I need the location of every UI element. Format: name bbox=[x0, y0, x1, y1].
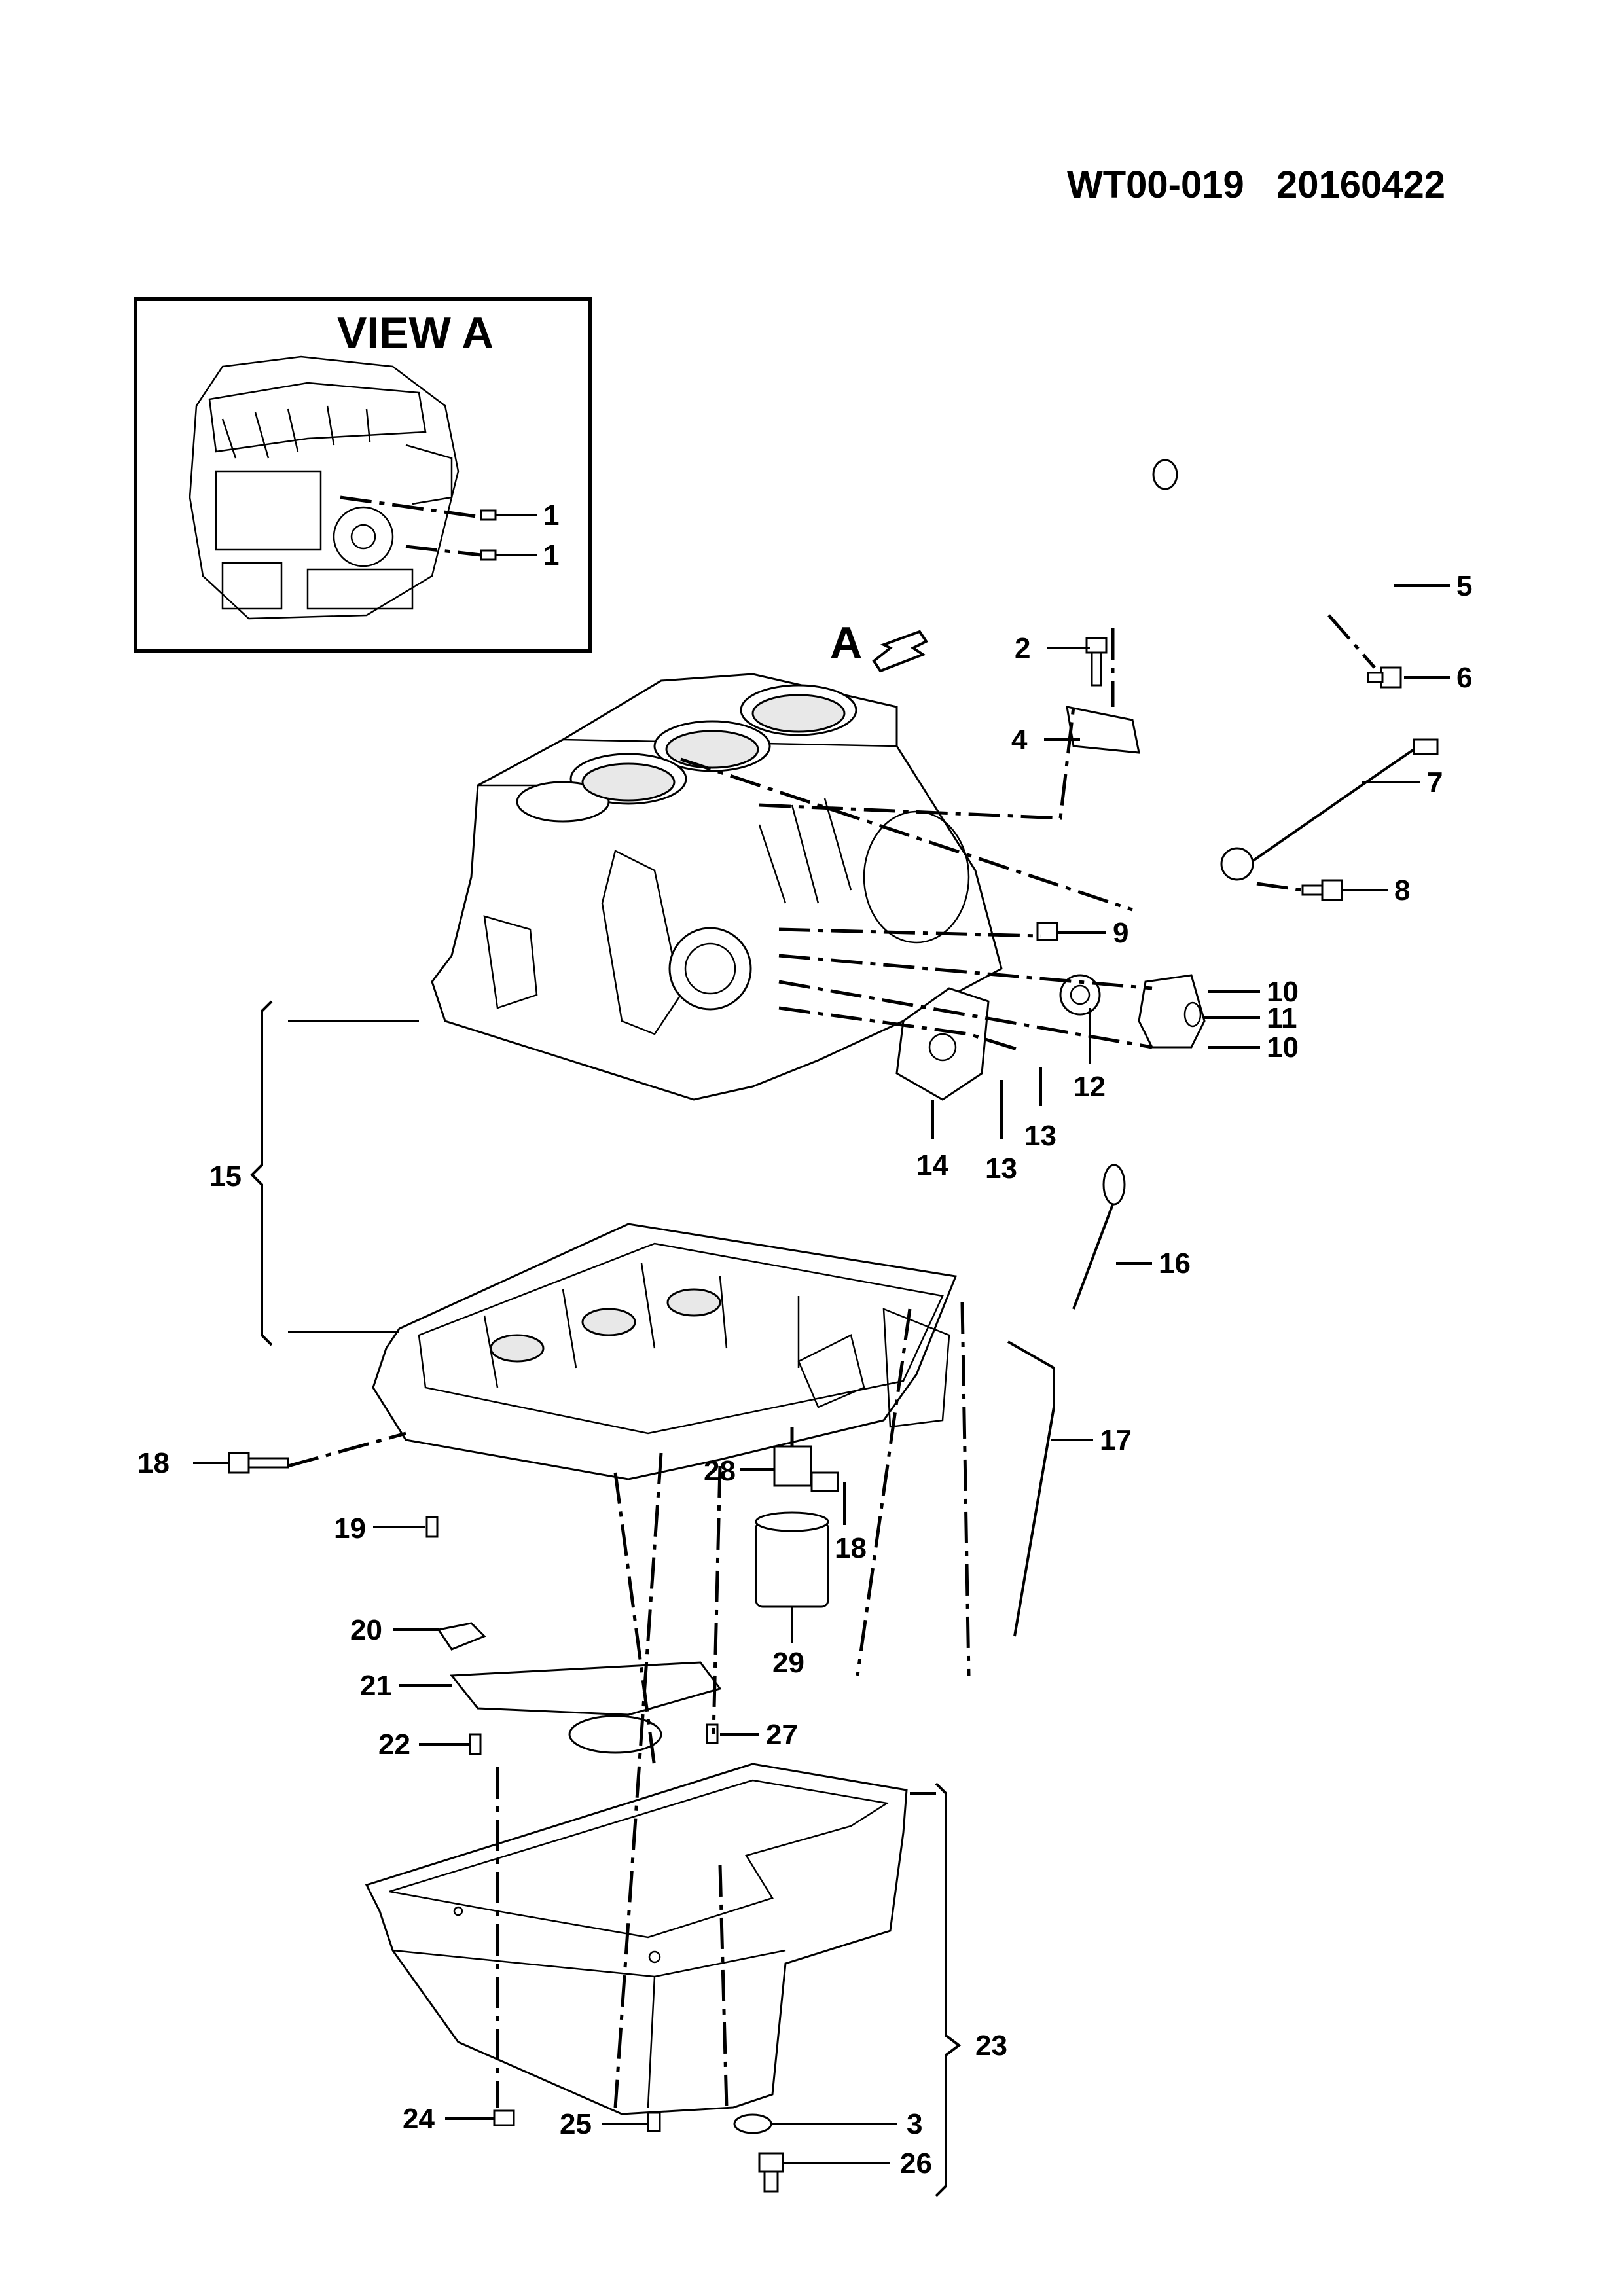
callout-25: 25 bbox=[560, 2108, 592, 2140]
callout-12: 12 bbox=[1074, 1071, 1106, 1103]
bolt-25 bbox=[647, 2111, 661, 2132]
bolt-22 bbox=[469, 1733, 482, 1755]
callout-18a: 18 bbox=[137, 1447, 170, 1479]
adapter-28 bbox=[773, 1445, 812, 1487]
callout-4: 4 bbox=[1011, 724, 1028, 756]
dowel-19 bbox=[425, 1516, 439, 1538]
callout-10a: 10 bbox=[1267, 976, 1299, 1008]
bracket-23 bbox=[935, 1782, 962, 2197]
callout-28: 28 bbox=[704, 1455, 736, 1487]
callout-13b: 13 bbox=[985, 1153, 1017, 1185]
bolt-24 bbox=[493, 2109, 515, 2126]
dipstick-16 bbox=[1072, 1164, 1126, 1310]
callout-7: 7 bbox=[1427, 766, 1443, 798]
cover-14 bbox=[895, 987, 990, 1101]
callout-17: 17 bbox=[1100, 1424, 1132, 1456]
callout-1b: 1 bbox=[543, 539, 559, 571]
callout-22: 22 bbox=[378, 1729, 410, 1761]
oil-filter-29 bbox=[755, 1511, 829, 1608]
callout-2: 2 bbox=[1015, 632, 1030, 664]
view-a-inset: VIEW A bbox=[134, 297, 592, 653]
callout-8: 8 bbox=[1394, 874, 1410, 906]
bolt-2 bbox=[1085, 637, 1108, 687]
callout-14: 14 bbox=[916, 1149, 948, 1181]
callout-23: 23 bbox=[975, 2030, 1007, 2062]
callout-10b: 10 bbox=[1267, 1031, 1299, 1064]
callout-26: 26 bbox=[900, 2147, 932, 2179]
callout-9: 9 bbox=[1113, 917, 1128, 949]
bolt-18-right bbox=[810, 1471, 839, 1492]
view-a-arrow-icon bbox=[872, 630, 928, 673]
callout-1a: 1 bbox=[543, 499, 559, 531]
view-a-title: VIEW A bbox=[337, 308, 494, 358]
oil-pan bbox=[365, 1763, 908, 2115]
dipstick-tube-17 bbox=[1007, 1340, 1055, 1637]
diagram-code: WT00-019 bbox=[1067, 164, 1244, 206]
callout-29: 29 bbox=[772, 1647, 804, 1679]
callout-16: 16 bbox=[1159, 1247, 1191, 1280]
callout-24: 24 bbox=[403, 2103, 435, 2135]
bolt-18-left bbox=[228, 1452, 289, 1474]
callout-19: 19 bbox=[334, 1513, 366, 1545]
assembly-lines bbox=[287, 614, 1376, 2108]
bolt-6 bbox=[1367, 666, 1402, 689]
callout-20: 20 bbox=[350, 1614, 382, 1646]
bracket-15 bbox=[250, 1000, 273, 1346]
callout-13a: 13 bbox=[1024, 1120, 1056, 1152]
diagram-date: 20160422 bbox=[1276, 164, 1445, 206]
callout-27: 27 bbox=[766, 1719, 798, 1751]
callout-21: 21 bbox=[360, 1670, 392, 1702]
callout-labels: 1 1 2 4 5 6 7 8 9 10 11 10 12 13 13 14 1… bbox=[137, 499, 1472, 2179]
plug-9 bbox=[1036, 922, 1058, 941]
engine-thumbnail bbox=[189, 355, 460, 620]
crankcase-bedplate bbox=[372, 1223, 958, 1480]
drain-plug-26 bbox=[758, 2152, 784, 2193]
washer-3 bbox=[733, 2113, 772, 2134]
oil-pickup bbox=[450, 1661, 722, 1754]
view-a-arrow-label: A bbox=[830, 618, 862, 668]
gasket-20 bbox=[437, 1622, 486, 1651]
callout-3: 3 bbox=[907, 2108, 922, 2140]
leader-lines bbox=[193, 584, 1450, 2164]
sensor-7 bbox=[1220, 738, 1439, 881]
callout-18b: 18 bbox=[835, 1532, 867, 1564]
callout-6: 6 bbox=[1456, 662, 1472, 694]
thermostat-12 bbox=[1059, 974, 1101, 1016]
bolt-8 bbox=[1301, 879, 1343, 901]
callout-5: 5 bbox=[1456, 570, 1472, 602]
callout-11: 11 bbox=[1267, 1002, 1297, 1034]
coolant-pipe bbox=[1066, 459, 1405, 754]
housing-11 bbox=[1138, 974, 1206, 1049]
callout-15: 15 bbox=[209, 1160, 242, 1193]
